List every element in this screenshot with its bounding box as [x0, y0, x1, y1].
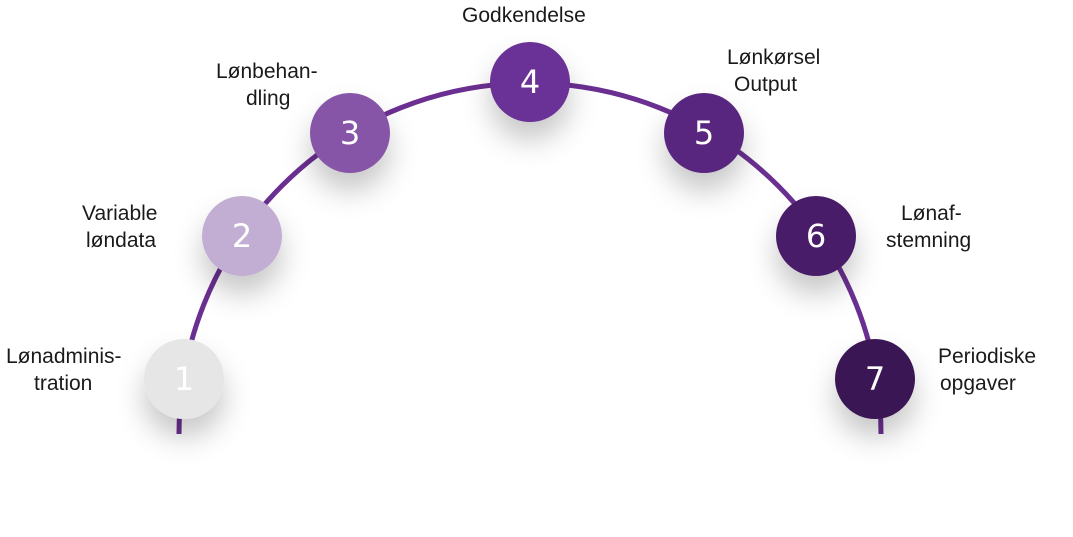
step-node-3: 3 — [310, 93, 390, 173]
step-circle-4 — [490, 42, 570, 122]
step-label-3-line-2: dling — [246, 87, 291, 110]
step-label-4: Godkendelse — [462, 2, 586, 29]
step-label-3: Lønbehan- dling — [216, 58, 318, 112]
step-label-1-line-1: Lønadminis- — [6, 345, 122, 368]
step-circle-5 — [664, 93, 744, 173]
step-number-2: 2 — [232, 217, 252, 255]
process-arc — [176, 80, 884, 435]
step-node-6: 6 — [776, 196, 856, 276]
step-circle-1 — [144, 339, 224, 419]
step-circle-6 — [776, 196, 856, 276]
step-label-2-line-2: løndata — [86, 229, 157, 252]
step-label-6-line-1: Lønaf- — [901, 202, 962, 225]
step-circle-3 — [310, 93, 390, 173]
step-label-7: Periodiske opgaver — [938, 343, 1036, 397]
step-node-7: 7 — [835, 339, 915, 419]
step-label-4-line-1: Godkendelse — [462, 4, 586, 27]
step-label-5-line-2: Output — [734, 73, 798, 96]
step-label-6-line-2: stemning — [886, 229, 972, 252]
step-label-6: Lønaf- stemning — [886, 200, 971, 254]
step-node-5: 5 — [664, 93, 744, 173]
step-number-1: 1 — [174, 360, 194, 398]
step-label-3-line-1: Lønbehan- — [216, 60, 318, 83]
step-label-1-line-2: tration — [34, 372, 93, 395]
step-label-5: Lønkørsel Output — [727, 44, 820, 98]
step-number-7: 7 — [865, 360, 885, 398]
step-node-2: 2 — [202, 196, 282, 276]
step-number-3: 3 — [340, 114, 360, 152]
step-label-2: Variable løndata — [82, 200, 158, 254]
step-label-2-line-1: Variable — [82, 202, 158, 225]
step-circle-2 — [202, 196, 282, 276]
step-label-5-line-1: Lønkørsel — [727, 46, 821, 69]
step-label-7-line-2: opgaver — [940, 372, 1016, 395]
step-node-4: 4 — [490, 42, 570, 122]
step-number-5: 5 — [694, 114, 714, 152]
step-node-1: 1 — [144, 339, 224, 419]
step-circle-7 — [835, 339, 915, 419]
step-number-4: 4 — [520, 63, 540, 101]
step-number-6: 6 — [806, 217, 826, 255]
step-label-7-line-1: Periodiske — [938, 345, 1037, 368]
step-label-1: Lønadminis- tration — [6, 343, 122, 397]
